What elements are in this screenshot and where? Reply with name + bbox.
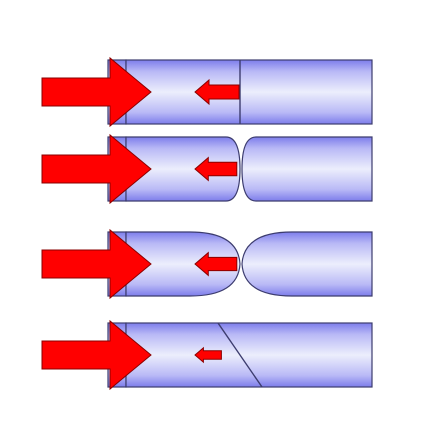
slip-plane-line xyxy=(217,322,263,388)
rod-body xyxy=(125,322,373,388)
reaction-force-arrow xyxy=(194,251,238,277)
diagram-row-3 xyxy=(41,228,373,300)
rod-left-segment xyxy=(125,136,241,202)
rod-right-segment xyxy=(241,136,373,202)
reaction-force-arrow xyxy=(194,156,238,182)
applied-force-arrow xyxy=(41,319,152,391)
diagram-row-4 xyxy=(41,319,373,391)
reaction-force-arrow xyxy=(194,78,240,106)
diagram-row-2 xyxy=(41,133,373,205)
applied-force-arrow xyxy=(41,56,152,128)
rod-left-segment xyxy=(125,231,241,297)
rod-body xyxy=(125,59,373,125)
reaction-force-arrow xyxy=(194,346,222,364)
rod-right-segment xyxy=(241,231,373,297)
applied-force-arrow xyxy=(41,133,152,205)
applied-force-arrow xyxy=(41,228,152,300)
diagram-row-1 xyxy=(41,56,373,128)
